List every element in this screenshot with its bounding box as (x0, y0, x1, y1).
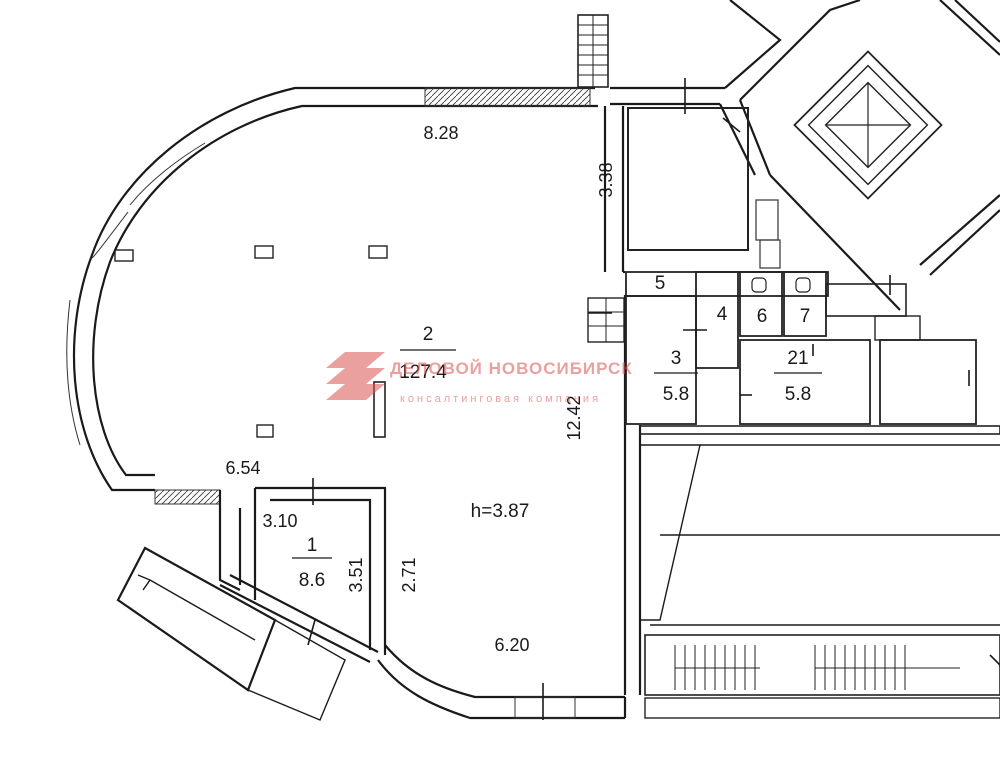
dim-bottom-wall: 6.20 (494, 635, 529, 655)
dim-right-wall: 12.42 (564, 395, 584, 440)
dim-top-wall: 8.28 (423, 123, 458, 143)
watermark-subtitle: консалтинговая компания (400, 393, 601, 405)
watermark-logo (326, 352, 385, 400)
dim-corridor-wall: 3.38 (596, 162, 616, 197)
room-21-area: 5.8 (785, 384, 811, 405)
stair-treads (674, 645, 960, 690)
room-7-number: 7 (800, 306, 811, 327)
tick-marks (542, 312, 612, 720)
dim-room1-top: 3.10 (262, 511, 297, 531)
dim-room1-side: 3.51 (346, 557, 366, 592)
room-3-number: 3 (671, 348, 682, 369)
room-1-walls (154, 478, 387, 663)
watermark-title: ДЕЛОВОЙ НОВОСИБИРСК (390, 359, 633, 378)
room-2-number: 2 (423, 324, 434, 345)
room-3-area: 5.8 (663, 384, 689, 405)
room-21-number: 21 (787, 348, 808, 369)
service-rooms (587, 271, 977, 425)
dim-left-bottom-wall: 6.54 (225, 458, 260, 478)
room-1-area: 8.6 (299, 570, 325, 591)
ceiling-height: h=3.87 (471, 501, 530, 522)
room-2-area: 127.4 (399, 362, 447, 383)
dim-room1-right: 2.71 (399, 557, 419, 592)
room-4-number: 4 (717, 304, 728, 325)
top-stair (577, 14, 609, 88)
room-5-number: 5 (655, 273, 666, 294)
upper-right-block (610, 0, 1000, 311)
room-1-number: 1 (307, 535, 318, 556)
columns (114, 245, 388, 438)
lower-right-stairs (639, 425, 1000, 719)
watermark: ДЕЛОВОЙ НОВОСИБИРСК консалтинговая компа… (326, 352, 633, 405)
room-6-number: 6 (757, 306, 768, 327)
entrance-porch (116, 546, 346, 721)
